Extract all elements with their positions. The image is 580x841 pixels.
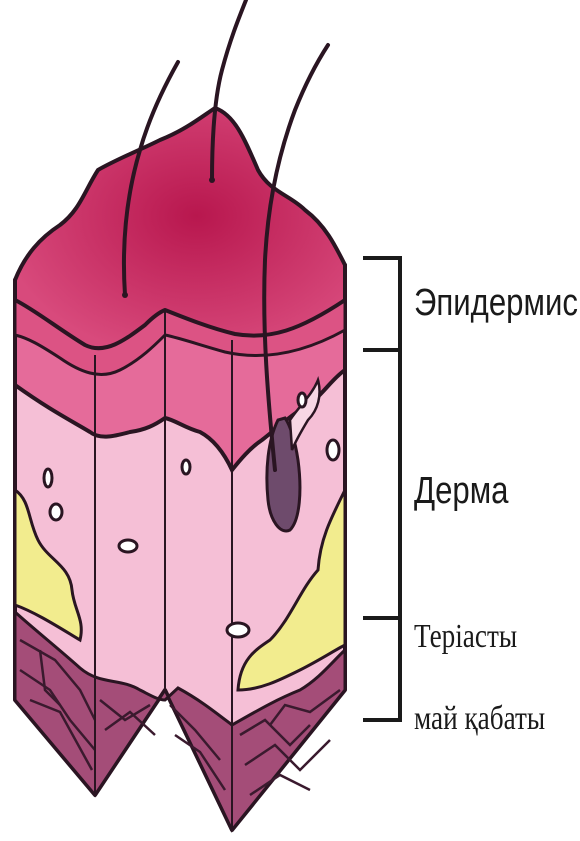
label-dermis: Дерма	[414, 470, 509, 513]
label-hypodermis-line1: Теріасты	[414, 618, 517, 656]
epidermis-surface	[15, 108, 345, 348]
bracket-hypodermis	[363, 618, 400, 720]
layer-brackets	[363, 258, 400, 720]
bracket-epidermis	[363, 258, 400, 350]
bracket-dermis	[363, 350, 400, 618]
label-hypodermis-line2: май қабаты	[414, 700, 545, 738]
label-epidermis: Эпидермис	[414, 282, 578, 325]
